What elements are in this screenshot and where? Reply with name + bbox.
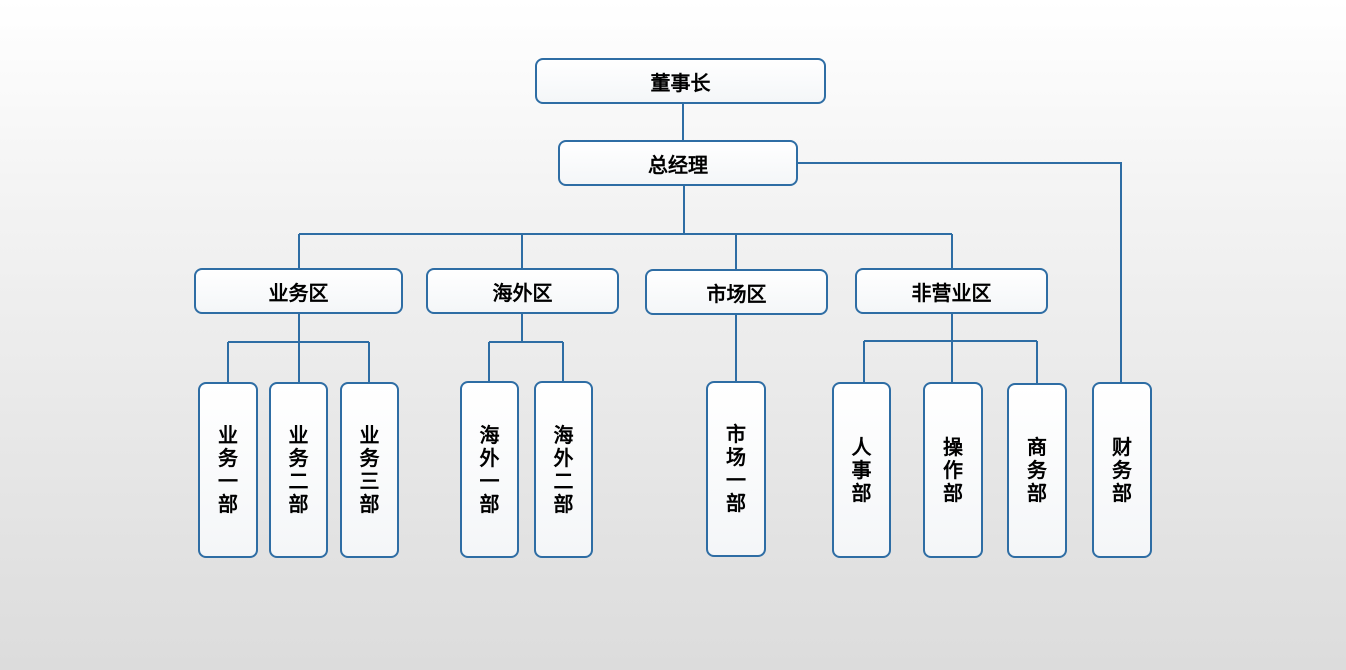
node-dept-label: 海外二部 <box>553 422 574 516</box>
node-region-shichang: 市场区 <box>645 269 828 315</box>
node-region-label: 业务区 <box>268 280 329 305</box>
node-dept-label: 市场一部 <box>726 422 746 515</box>
node-dept-label: 人事部 <box>851 434 872 505</box>
node-region-feiyingye: 非营业区 <box>855 268 1048 314</box>
node-dept: 业务二部 <box>269 382 328 558</box>
node-chairman: 董事长 <box>535 58 826 104</box>
node-dept-label: 操作部 <box>943 434 963 505</box>
node-finance: 财务部 <box>1092 382 1152 558</box>
node-dept-label: 业务一部 <box>218 423 238 516</box>
node-dept-label: 海外一部 <box>479 422 500 516</box>
node-region-haiwai: 海外区 <box>426 268 619 314</box>
node-dept: 海外一部 <box>460 381 519 558</box>
node-region-label: 海外区 <box>492 280 553 305</box>
node-region-label: 非营业区 <box>911 280 992 305</box>
node-dept: 操作部 <box>923 382 983 558</box>
node-region-yewu: 业务区 <box>194 268 403 314</box>
node-general-manager: 总经理 <box>558 140 798 186</box>
node-dept-label: 业务二部 <box>288 423 309 516</box>
node-dept: 业务三部 <box>340 382 399 558</box>
node-general-manager-label: 总经理 <box>648 152 708 177</box>
node-dept: 人事部 <box>832 382 891 558</box>
node-dept: 商务部 <box>1007 383 1067 558</box>
node-dept: 市场一部 <box>706 381 766 557</box>
node-dept: 海外二部 <box>534 381 593 558</box>
node-region-label: 市场区 <box>706 281 767 306</box>
node-dept-label: 商务部 <box>1027 435 1047 505</box>
node-dept-label: 业务三部 <box>359 423 380 516</box>
node-dept: 业务一部 <box>198 382 258 558</box>
node-dept-label: 财务部 <box>1112 434 1132 505</box>
node-chairman-label: 董事长 <box>650 70 711 95</box>
connector-gm-finance <box>798 162 1122 382</box>
